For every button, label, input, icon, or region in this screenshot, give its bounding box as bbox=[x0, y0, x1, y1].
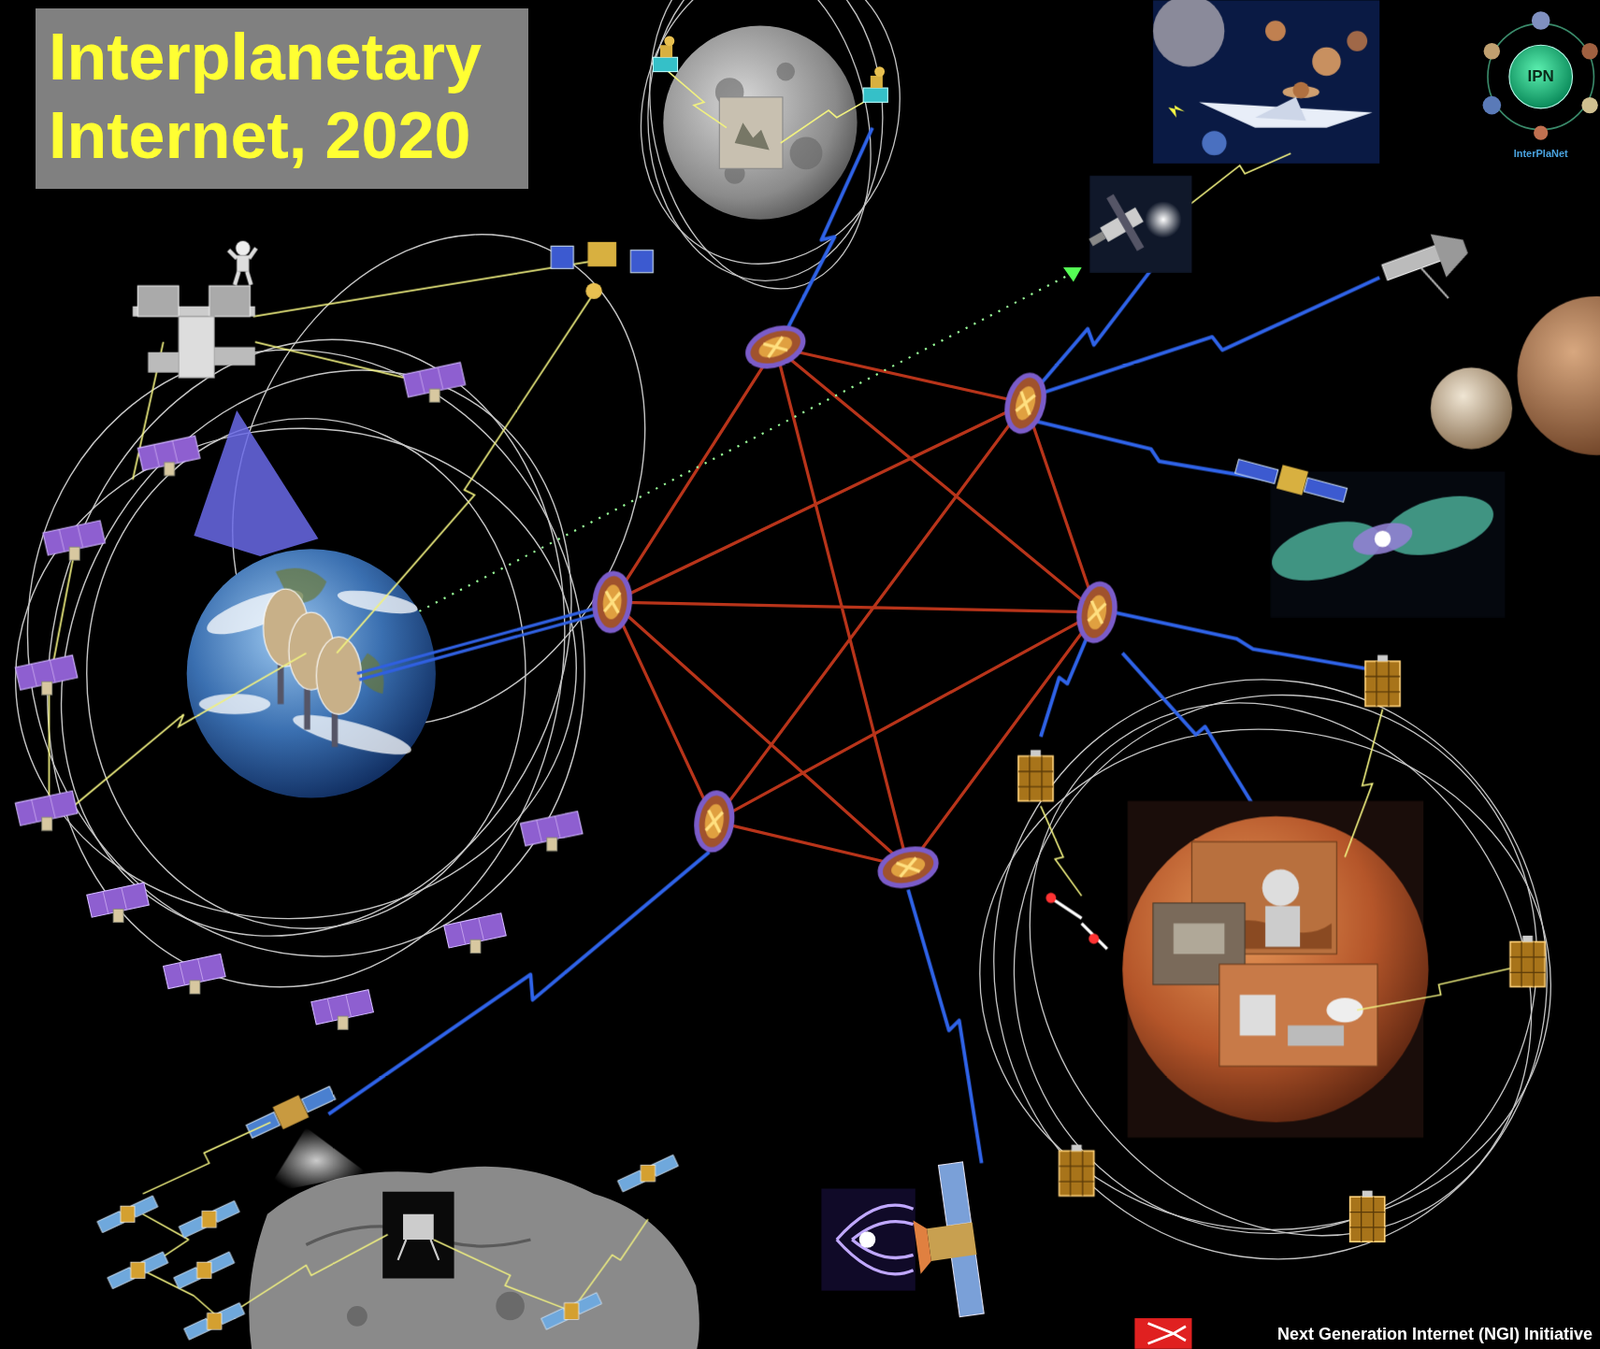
logo-caption: InterPlaNet bbox=[1513, 147, 1569, 159]
footer-credit: Next Generation Internet (NGI) Initiativ… bbox=[1277, 1326, 1593, 1345]
title-panel: Interplanetary Internet, 2020 bbox=[35, 8, 529, 189]
logo-text: IPN bbox=[1527, 67, 1555, 86]
title-text: Interplanetary Internet, 2020 bbox=[48, 17, 516, 175]
